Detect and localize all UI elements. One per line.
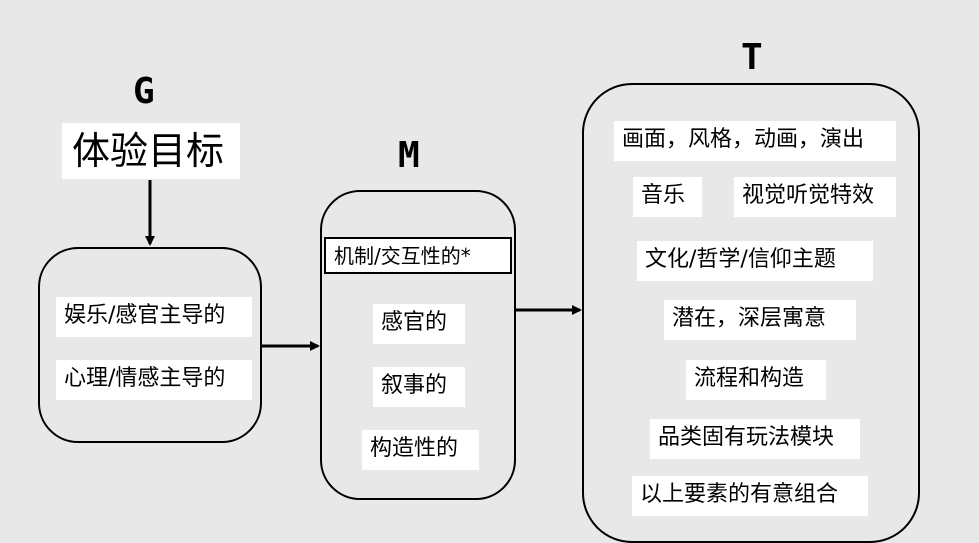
- m-box: [320, 190, 516, 500]
- g-letter: G: [133, 71, 155, 112]
- t-item-flow-structure: 流程和构造: [686, 360, 826, 400]
- t-item-intentional-combination: 以上要素的有意组合: [632, 476, 868, 516]
- g-box: [38, 247, 262, 443]
- t-item-genre-modules: 品类固有玩法模块: [650, 419, 860, 459]
- m-item-narrative: 叙事的: [373, 367, 465, 407]
- t-item-visuals: 画面，风格，动画，演出: [614, 121, 896, 161]
- g-item-psychological: 心理/情感主导的: [56, 360, 252, 400]
- m-item-structural: 构造性的: [362, 430, 479, 470]
- m-item-sensory: 感官的: [373, 304, 465, 344]
- arrows-layer: [145, 180, 582, 351]
- t-item-music: 音乐: [633, 177, 702, 217]
- experience-goal-label: 体验目标: [62, 123, 240, 179]
- g-item-entertainment: 娱乐/感官主导的: [56, 297, 252, 337]
- t-letter: T: [741, 37, 763, 78]
- t-item-culture-themes: 文化/哲学/信仰主题: [637, 241, 873, 281]
- m-letter: M: [398, 135, 420, 176]
- m-item-mechanics: 机制/交互性的*: [324, 237, 512, 274]
- t-item-hidden-meaning: 潜在，深层寓意: [664, 300, 856, 340]
- t-item-audiovisual-effects: 视觉听觉特效: [734, 177, 896, 217]
